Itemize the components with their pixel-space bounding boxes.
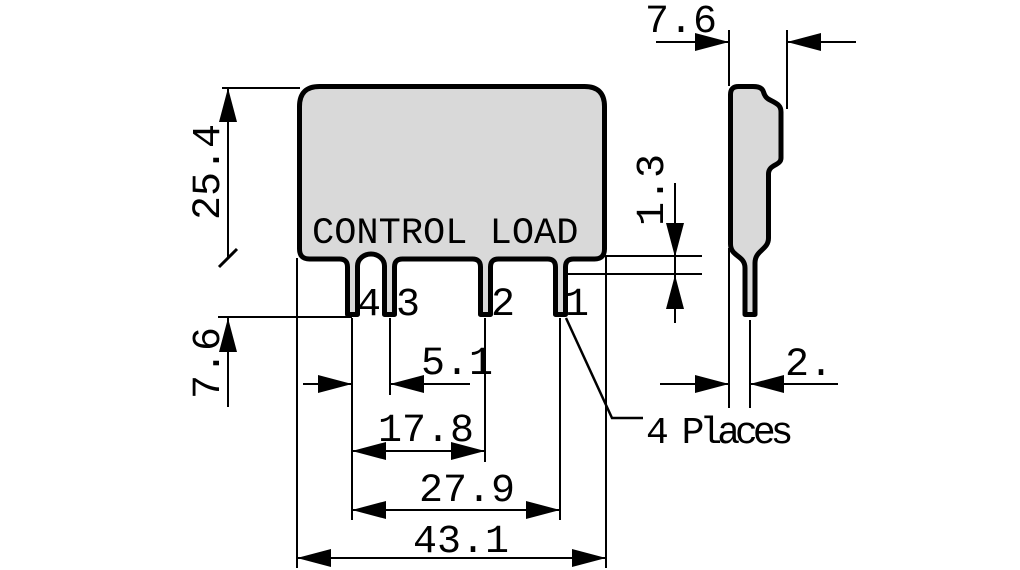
side-dimensions: 7.6 2.: [645, 0, 856, 408]
arrowhead-pitch-left: [318, 375, 352, 393]
arrowhead-body-height-top: [219, 88, 237, 122]
pin-number-2: 2: [491, 283, 515, 328]
pin-number-4: 4: [357, 283, 381, 328]
dim-label-body-height: 25.4: [187, 124, 232, 220]
front-body-outline: [297, 84, 607, 317]
front-dimensions: 25.4 7.6 1.3 5.1 17.8 27.9 43.1 4 P: [187, 87, 796, 568]
leader-note-label: 4 Places: [646, 412, 791, 455]
dim-label-pin-length: 7.6: [187, 327, 232, 399]
front-view: CONTROL LOAD 4 3 2 1: [297, 84, 607, 328]
body-marking-label: CONTROL LOAD: [312, 213, 578, 255]
arrowhead-lead-left: [695, 375, 729, 393]
arrowhead-depth-right: [787, 33, 821, 51]
side-view: [728, 84, 784, 317]
dim-label-lead-thickness: 2.: [785, 343, 833, 388]
arrowhead-body-width-left: [297, 549, 331, 567]
arrowhead-standoff-bottom: [666, 275, 684, 309]
dim-label-standoff: 1.3: [631, 154, 676, 226]
arrowhead-span-outer-left: [352, 501, 386, 519]
dim-label-depth: 7.6: [645, 0, 717, 45]
pin-number-1: 1: [565, 283, 589, 328]
arrowhead-span-mid-right: [451, 442, 485, 460]
pin-number-3: 3: [396, 283, 420, 328]
leader-line-4-places: [564, 317, 643, 420]
dim-label-body-width: 43.1: [413, 520, 509, 565]
arrowhead-depth-left: [695, 33, 729, 51]
dim-label-span-outer: 27.9: [419, 469, 515, 514]
dim-tick-body-height: [217, 247, 239, 269]
arrowhead-standoff-top: [666, 223, 684, 257]
arrowhead-lead-right: [750, 375, 784, 393]
dim-label-span-mid: 17.8: [378, 409, 474, 454]
arrowhead-span-mid-left: [352, 442, 386, 460]
dim-label-pitch: 5.1: [421, 342, 493, 387]
arrowhead-span-outer-right: [526, 501, 560, 519]
arrowhead-body-width-right: [572, 549, 606, 567]
arrowhead-pin-length: [219, 318, 237, 352]
side-body-outline: [728, 84, 784, 317]
arrowhead-pitch-right: [390, 375, 424, 393]
